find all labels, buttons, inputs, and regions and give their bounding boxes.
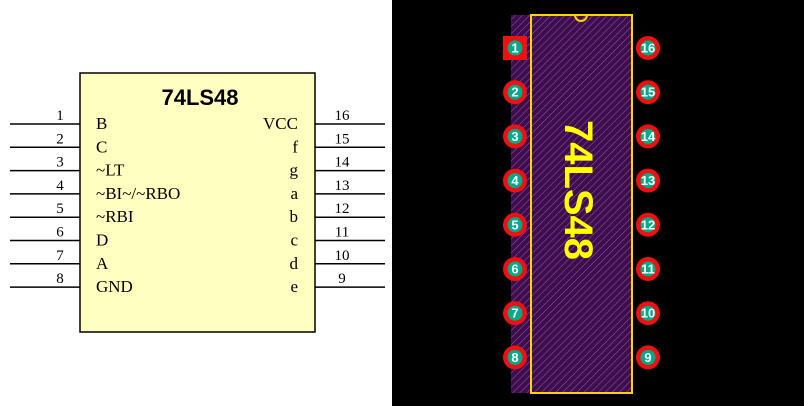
pcb-notch	[574, 14, 588, 22]
pcb-pad: 11	[636, 257, 660, 281]
pcb-pad-number: 14	[641, 129, 656, 144]
schematic-pin-number-left: 4	[56, 178, 64, 194]
pcb-pad-hole	[640, 349, 656, 365]
pcb-pad: 8	[503, 345, 527, 370]
pcb-pad: 9	[636, 345, 660, 370]
pcb-pad-number: 10	[641, 306, 655, 321]
schematic-pin-label-left: D	[96, 231, 108, 250]
pcb-pad: 5	[503, 212, 527, 237]
pcb-pad-hole	[640, 128, 656, 144]
pcb-pad: 15	[636, 80, 660, 105]
pcb-part-name: 74LS48	[556, 120, 600, 260]
schematic-pin-number-right: 13	[335, 178, 350, 194]
schematic-pin-number-right: 11	[335, 225, 349, 241]
pcb-pad-number: 15	[641, 85, 655, 100]
pcb-pad-number: 13	[641, 173, 655, 188]
schematic-pin-label-left: ~RBI	[96, 207, 134, 226]
pcb-pad-number: 12	[641, 217, 655, 232]
pcb-pad-hole	[507, 173, 523, 189]
schematic-pin-label-left: B	[96, 114, 107, 133]
schematic-pin-number-left: 8	[56, 271, 64, 287]
pcb-pad-hole	[507, 349, 523, 365]
pcb-pad-hole	[507, 217, 523, 233]
schematic-pin-label-right: d	[290, 254, 299, 273]
pcb-pad: 6	[503, 257, 527, 281]
pcb-pad-number: 1	[511, 41, 518, 56]
pcb-pad-number: 7	[511, 306, 518, 321]
pcb-pad: 13	[636, 168, 660, 193]
pcb-pad-number: 16	[641, 41, 655, 56]
schematic-pin-label-left: C	[96, 137, 107, 156]
schematic-pin-number-left: 5	[56, 201, 64, 217]
schematic-pin-number-left: 7	[56, 248, 64, 264]
pcb-pad-hole	[507, 84, 523, 100]
schematic-pin-number-left: 1	[56, 108, 64, 124]
pcb-pad-number: 4	[511, 173, 519, 188]
schematic-pin-label-left: ~LT	[96, 161, 125, 180]
pcb-pad-hole	[640, 173, 656, 189]
pcb-pad-hole	[507, 128, 523, 144]
pcb-pad-hole	[507, 40, 523, 56]
schematic-pin-label-left: A	[96, 254, 109, 273]
pcb-pad-hole	[507, 261, 523, 277]
schematic-pin-number-left: 6	[56, 225, 64, 241]
schematic-pin-label-right: e	[290, 277, 298, 296]
pcb-pad: 14	[636, 124, 660, 149]
schematic-pin-label-left: ~BI~/~RBO	[96, 184, 180, 203]
schematic-body	[79, 72, 316, 333]
pcb-pad-hole	[640, 217, 656, 233]
pcb-pad-hole	[507, 305, 523, 321]
pcb-pad: 3	[503, 124, 527, 149]
schematic-pin-number-left: 3	[56, 155, 64, 171]
pcb-pad-number: 8	[511, 350, 518, 365]
pcb-pad: 7	[503, 301, 527, 326]
schematic-pin-number-right: 12	[335, 201, 350, 217]
schematic-pin-label-right: VCC	[263, 114, 298, 133]
pcb-pad-number: 3	[511, 129, 518, 144]
schematic-pin-number-left: 2	[56, 131, 64, 147]
pcb-pad-number: 5	[511, 217, 518, 232]
schematic-pin-label-left: GND	[96, 277, 133, 296]
schematic-pin-number-right: 16	[335, 108, 351, 124]
schematic-part-name: 74LS48	[161, 85, 238, 110]
schematic-pin-label-right: g	[290, 161, 299, 180]
pcb-pad: 1	[503, 36, 527, 60]
pcb-pad: 12	[636, 212, 660, 237]
pcb-pad: 2	[503, 80, 527, 105]
schematic-pin-label-right: a	[290, 184, 298, 203]
pcb-pad-hole	[640, 84, 656, 100]
pcb-pad-hole	[640, 261, 656, 277]
schematic-pin-number-right: 9	[338, 271, 346, 287]
schematic-pin-label-right: c	[290, 231, 298, 250]
pcb-body-outline	[530, 14, 633, 394]
pcb-pad-number: 6	[511, 262, 518, 277]
schematic-pin-label-right: f	[292, 137, 298, 156]
pcb-pad-number: 9	[644, 350, 651, 365]
pcb-pad: 4	[503, 168, 527, 193]
pcb-pad: 10	[636, 301, 660, 326]
schematic-pin-number-right: 15	[335, 131, 350, 147]
pcb-pad: 16	[636, 36, 660, 60]
pcb-pad-hole	[640, 305, 656, 321]
schematic-pin-number-right: 14	[335, 155, 351, 171]
pcb-pad-number: 2	[511, 85, 518, 100]
pcb-pad-hole	[640, 40, 656, 56]
pcb-pad-number: 11	[641, 262, 655, 277]
schematic-pin-number-right: 10	[335, 248, 350, 264]
schematic-pin-label-right: b	[290, 207, 299, 226]
